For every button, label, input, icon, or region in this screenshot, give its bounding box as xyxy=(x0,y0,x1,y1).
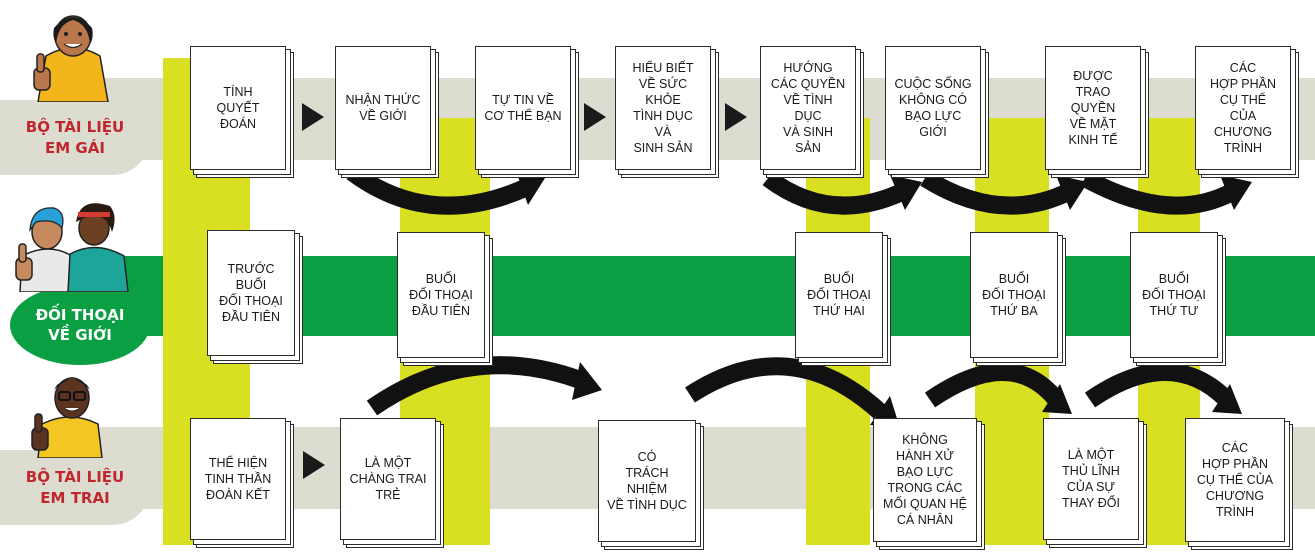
girls-step-arrow-3-icon xyxy=(725,103,747,131)
two-youths-thumbs-up-icon xyxy=(15,203,129,292)
girls-module-3-title: TỰ TIN VỀ CƠ THỂ BẠN xyxy=(475,46,571,170)
girls-module-6: CUỘC SỐNG KHÔNG CÓ BẠO LỰC GIỚI xyxy=(885,46,989,178)
dialogue-session-5-title: BUỔI ĐỐI THOẠI THỨ TƯ xyxy=(1130,232,1218,358)
girls-module-5-title: HƯỚNG CÁC QUYỀN VỀ TÌNH DỤC VÀ SINH SẢN xyxy=(760,46,856,170)
arrow-to-boys-module-3 xyxy=(366,356,602,416)
girls-row-label: BỘ TÀI LIỆU EM GÁI xyxy=(0,100,150,175)
girls-module-1-title: TÍNH QUYẾT ĐOÁN xyxy=(190,46,286,170)
girls-module-3: TỰ TIN VỀ CƠ THỂ BẠN xyxy=(475,46,579,178)
arrow-to-boys-module-4 xyxy=(685,357,900,428)
boys-module-3-title: CÓ TRÁCH NHIỆM VỀ TÌNH DỤC xyxy=(598,420,696,542)
boys-row-label: BỘ TÀI LIỆU EM TRAI xyxy=(0,450,150,525)
girls-module-5: HƯỚNG CÁC QUYỀN VỀ TÌNH DỤC VÀ SINH SẢN xyxy=(760,46,864,178)
dialogue-session-1: TRƯỚC BUỔI ĐỐI THOẠI ĐẦU TIÊN xyxy=(207,230,303,364)
boys-module-5-title: LÀ MỘT THỦ LĨNH CỦA SỰ THAY ĐỔI xyxy=(1043,418,1139,540)
boys-module-4-title: KHÔNG HÀNH XỬ BẠO LỰC TRONG CÁC MỐI QUAN… xyxy=(873,418,977,542)
girls-module-1: TÍNH QUYẾT ĐOÁN xyxy=(190,46,294,178)
arrow-to-girls-module-7 xyxy=(920,170,1088,215)
girl-thumbs-up-icon xyxy=(33,15,109,102)
boys-module-6-title: CÁC HỢP PHẦN CỤ THỂ CỦA CHƯƠNG TRÌNH xyxy=(1185,418,1285,542)
boys-module-4: KHÔNG HÀNH XỬ BẠO LỰC TRONG CÁC MỐI QUAN… xyxy=(873,418,985,550)
dialogue-session-2: BUỔI ĐỐI THOẠI ĐẦU TIÊN xyxy=(397,232,493,366)
dialogue-session-3: BUỔI ĐỐI THOẠI THỨ HAI xyxy=(795,232,891,366)
boys-step-arrow-1-icon xyxy=(303,451,325,479)
boys-module-2-title: LÀ MỘT CHÀNG TRAI TRẺ xyxy=(340,418,436,540)
girls-step-arrow-2-icon xyxy=(584,103,606,131)
arrow-to-boys-module-6 xyxy=(1084,363,1242,414)
arrow-to-boys-module-5 xyxy=(924,363,1072,414)
girls-step-arrow-1-icon xyxy=(302,103,324,131)
boys-module-3: CÓ TRÁCH NHIỆM VỀ TÌNH DỤC xyxy=(598,420,704,550)
girls-module-2-title: NHẬN THỨC VỀ GIỚI xyxy=(335,46,431,170)
dialogue-session-4: BUỔI ĐỐI THOẠI THỨ BA xyxy=(970,232,1066,366)
dialogue-session-1-title: TRƯỚC BUỔI ĐỐI THOẠI ĐẦU TIÊN xyxy=(207,230,295,356)
dialogue-row-label: ĐỐI THOẠI VỀ GIỚI xyxy=(10,285,150,365)
arrow-to-girls-module-6 xyxy=(762,170,922,215)
dialogue-session-3-title: BUỔI ĐỐI THOẠI THỨ HAI xyxy=(795,232,883,358)
boys-module-1: THỂ HIỆN TINH THẦN ĐOÀN KẾT xyxy=(190,418,294,548)
dialogue-session-4-title: BUỔI ĐỐI THOẠI THỨ BA xyxy=(970,232,1058,358)
girls-module-8-title: CÁC HỢP PHẦN CỤ THỂ CỦA CHƯƠNG TRÌNH xyxy=(1195,46,1291,170)
girls-module-4: HIỂU BIẾT VỀ SỨC KHỎE TÌNH DỤC VÀ SINH S… xyxy=(615,46,719,178)
girls-module-2: NHẬN THỨC VỀ GIỚI xyxy=(335,46,439,178)
boy-thumbs-up-icon xyxy=(31,377,103,458)
girls-module-7-title: ĐƯỢC TRAO QUYỀN VỀ MẶT KINH TẾ xyxy=(1045,46,1141,170)
girls-module-8: CÁC HỢP PHẦN CỤ THỂ CỦA CHƯƠNG TRÌNH xyxy=(1195,46,1299,178)
boys-module-1-title: THỂ HIỆN TINH THẦN ĐOÀN KẾT xyxy=(190,418,286,540)
girls-module-6-title: CUỘC SỐNG KHÔNG CÓ BẠO LỰC GIỚI xyxy=(885,46,981,170)
dialogue-session-2-title: BUỔI ĐỐI THOẠI ĐẦU TIÊN xyxy=(397,232,485,358)
boys-module-2: LÀ MỘT CHÀNG TRAI TRẺ xyxy=(340,418,444,548)
dialogue-session-5: BUỔI ĐỐI THOẠI THỨ TƯ xyxy=(1130,232,1226,366)
boys-module-5: LÀ MỘT THỦ LĨNH CỦA SỰ THAY ĐỔI xyxy=(1043,418,1147,548)
girls-module-7: ĐƯỢC TRAO QUYỀN VỀ MẶT KINH TẾ xyxy=(1045,46,1149,178)
arrow-to-girls-module-8 xyxy=(1080,170,1252,215)
boys-module-6: CÁC HỢP PHẦN CỤ THỂ CỦA CHƯƠNG TRÌNH xyxy=(1185,418,1293,550)
girls-module-4-title: HIỂU BIẾT VỀ SỨC KHỎE TÌNH DỤC VÀ SINH S… xyxy=(615,46,711,170)
